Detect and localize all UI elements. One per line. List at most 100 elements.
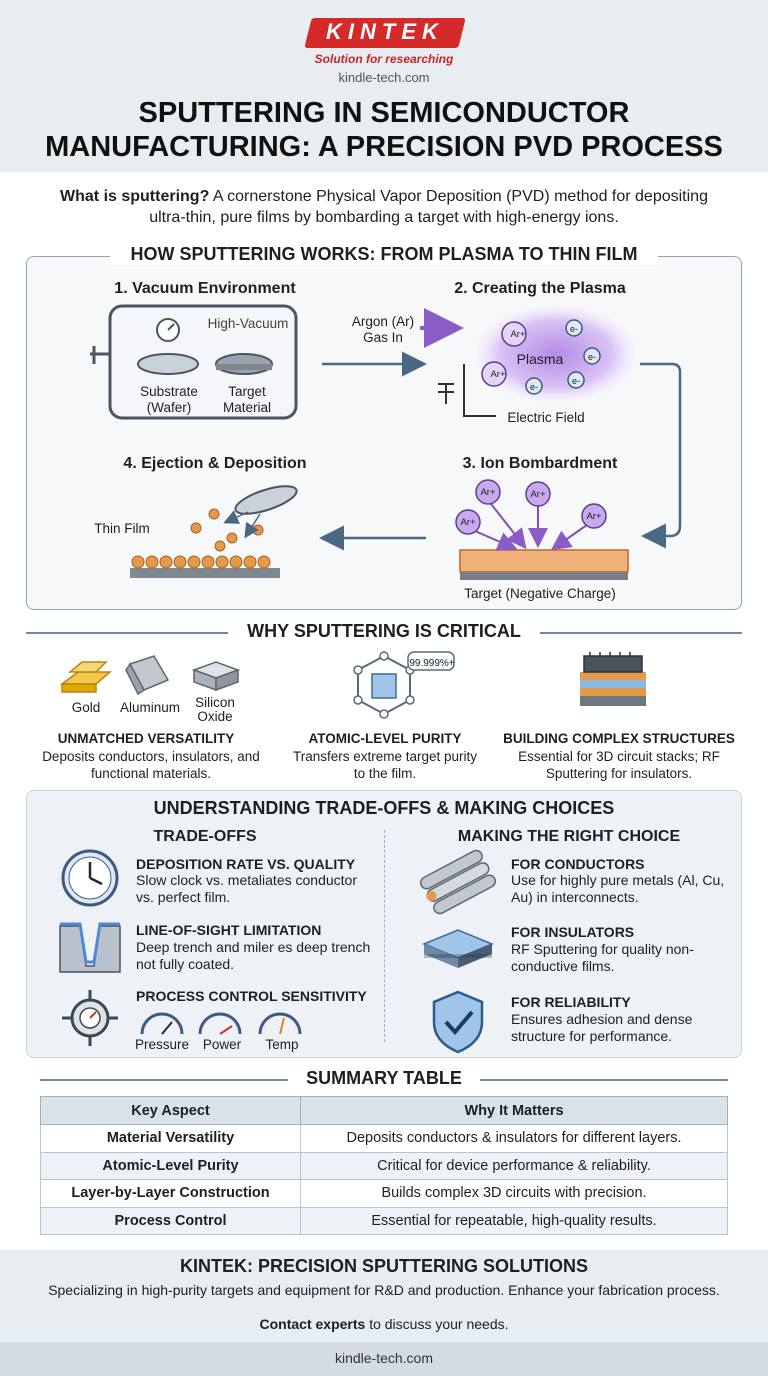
choice-icons bbox=[419, 849, 497, 1054]
plasma-ion-2: Ar+ bbox=[490, 369, 506, 380]
vacuum-chamber-icon bbox=[90, 304, 298, 420]
summary-header-aspect: Key Aspect bbox=[40, 1096, 301, 1125]
material-aluminum: Aluminum bbox=[119, 700, 181, 715]
step-1-title: 1. Vacuum Environment bbox=[114, 280, 296, 297]
summary-header-row: Key Aspect Why It Matters bbox=[40, 1096, 728, 1125]
tradeoffs-left-title: TRADE-OFFS bbox=[153, 828, 257, 845]
footer-bar bbox=[0, 1342, 768, 1376]
choice-3-title: FOR RELIABILITY bbox=[511, 994, 631, 1010]
plasma-electron-2: e- bbox=[587, 352, 596, 362]
site-url[interactable]: kindle-tech.com bbox=[338, 70, 430, 85]
feature-2-desc: Transfers extreme target purity to the f… bbox=[292, 749, 478, 781]
footer-site-url[interactable]: kindle-tech.com bbox=[334, 1350, 434, 1366]
materials-icons bbox=[59, 655, 241, 696]
summary-cell: Essential for repeatable, high-quality r… bbox=[300, 1206, 728, 1235]
gold-bar-icon bbox=[59, 661, 113, 693]
table-row: Atomic-Level Purity Critical for device … bbox=[40, 1151, 728, 1180]
process-diagram bbox=[90, 304, 682, 580]
brand-logo[interactable]: KINTEK bbox=[326, 19, 444, 44]
purity-badge: 99.999%+ bbox=[409, 658, 455, 669]
chip-stack-icon bbox=[580, 652, 646, 706]
deposition-icon bbox=[130, 485, 298, 578]
choice-1-desc: Use for highly pure metals (Al, Cu, Au) … bbox=[511, 872, 725, 905]
bombard-ion-1: Ar+ bbox=[480, 487, 496, 498]
title-line-1: SPUTTERING IN SEMICONDUCTOR bbox=[138, 97, 630, 129]
conductor-rods-icon bbox=[419, 849, 497, 915]
clock-icon bbox=[61, 849, 119, 907]
insulator-layers-icon bbox=[422, 929, 494, 968]
aluminum-block-icon bbox=[125, 655, 170, 696]
feature-1-title: UNMATCHED VERSATILITY bbox=[57, 731, 235, 746]
feature-3-title: BUILDING COMPLEX STRUCTURES bbox=[503, 731, 735, 746]
target-negative-label: Target (Negative Charge) bbox=[464, 586, 616, 601]
table-row: Process Control Essential for repeatable… bbox=[40, 1206, 728, 1235]
high-vacuum-label: High-Vacuum bbox=[207, 316, 289, 331]
summary-cell: Critical for device performance & reliab… bbox=[300, 1151, 728, 1180]
footer-cta: Contact experts to discuss your needs. bbox=[0, 1316, 768, 1332]
material-silicon-oxide: Silicon Oxide bbox=[195, 695, 235, 724]
tradeoff-3-title: PROCESS CONTROL SENSITIVITY bbox=[136, 988, 367, 1004]
summary-cell: Deposits conductors & insulators for dif… bbox=[300, 1124, 728, 1153]
plasma-electron-1: e- bbox=[569, 324, 578, 334]
plasma-electron-4: e- bbox=[571, 376, 580, 386]
feature-2-title: ATOMIC-LEVEL PURITY bbox=[308, 731, 462, 746]
summary-cell: Atomic-Level Purity bbox=[40, 1151, 301, 1180]
summary-header-why: Why It Matters bbox=[300, 1096, 728, 1125]
purity-crystal-icon bbox=[353, 651, 455, 719]
tradeoff-icons bbox=[59, 849, 121, 1046]
thin-film-label: Thin Film bbox=[94, 521, 150, 536]
electric-field-label: Electric Field bbox=[507, 410, 585, 425]
gauge-temp: Temp bbox=[265, 1037, 299, 1052]
tradeoffs-divider bbox=[384, 830, 385, 1042]
summary-cell: Material Versatility bbox=[40, 1124, 301, 1153]
brand-tagline: Solution for researching bbox=[314, 52, 454, 66]
choice-2-desc: RF Sputtering for quality non-conductive… bbox=[511, 941, 694, 974]
tradeoffs-right-title: MAKING THE RIGHT CHOICE bbox=[457, 828, 681, 845]
why-section-title: WHY SPUTTERING IS CRITICAL bbox=[228, 621, 540, 642]
table-row: Layer-by-Layer Construction Builds compl… bbox=[40, 1179, 728, 1208]
feature-3-desc: Essential for 3D circuit stacks; RF Sput… bbox=[518, 749, 720, 781]
choice-3-desc: Ensures adhesion and dense structure for… bbox=[511, 1011, 693, 1044]
target-material-label: Target Material bbox=[222, 384, 271, 415]
gauge-control-icon bbox=[62, 990, 118, 1046]
tradeoff-1-desc: Slow clock vs. metaliates conductor vs. … bbox=[136, 872, 357, 905]
footer-text: Specializing in high-purity targets and … bbox=[48, 1282, 720, 1298]
tradeoffs-section-title: UNDERSTANDING TRADE-OFFS & MAKING CHOICE… bbox=[153, 798, 615, 818]
summary-cell: Process Control bbox=[40, 1206, 301, 1235]
choice-2-title: FOR INSULATORS bbox=[511, 924, 635, 940]
intro-text: What is sputtering? A cornerstone Physic… bbox=[40, 186, 728, 228]
tradeoff-2-desc: Deep trench and miler es deep trench not… bbox=[136, 939, 371, 972]
footer-title: KINTEK: PRECISION SPUTTERING SOLUTIONS bbox=[179, 1256, 589, 1276]
substrate-label: Substrate (Wafer) bbox=[140, 384, 198, 415]
step-2-title: 2. Creating the Plasma bbox=[454, 280, 626, 297]
silicon-oxide-icon bbox=[191, 661, 241, 692]
how-section-title: HOW SPUTTERING WORKS: FROM PLASMA TO THI… bbox=[110, 244, 658, 265]
plasma-ion-1: Ar+ bbox=[510, 329, 526, 340]
page-title: SPUTTERING IN SEMICONDUCTOR MANUFACTURIN… bbox=[0, 96, 768, 164]
trench-icon bbox=[59, 922, 121, 973]
electric-field-icon bbox=[438, 364, 496, 417]
process-gauges bbox=[140, 1012, 302, 1035]
tradeoff-2-title: LINE-OF-SIGHT LIMITATION bbox=[136, 922, 322, 938]
bombard-ion-2: Ar+ bbox=[530, 489, 546, 500]
shield-check-icon bbox=[432, 990, 484, 1054]
step-3-title: 3. Ion Bombardment bbox=[462, 455, 618, 472]
contact-experts-link[interactable]: Contact experts bbox=[259, 1316, 366, 1332]
plasma-label: Plasma bbox=[516, 351, 564, 367]
ion-bombardment-icon bbox=[455, 479, 629, 580]
tradeoff-1-title: DEPOSITION RATE VS. QUALITY bbox=[136, 856, 356, 872]
intro-question: What is sputtering? bbox=[60, 188, 210, 205]
bombard-ion-4: Ar+ bbox=[586, 511, 602, 522]
table-row: Material Versatility Deposits conductors… bbox=[40, 1124, 728, 1153]
summary-table: Key Aspect Why It Matters Material Versa… bbox=[40, 1096, 728, 1235]
summary-title: SUMMARY TABLE bbox=[288, 1068, 480, 1089]
choice-1-title: FOR CONDUCTORS bbox=[511, 856, 645, 872]
feature-1-desc: Deposits conductors, insulators, and fun… bbox=[42, 749, 260, 781]
footer-cta-rest: to discuss your needs. bbox=[365, 1316, 509, 1332]
intro-body: A cornerstone Physical Vapor Deposition … bbox=[149, 188, 708, 226]
step-4-title: 4. Ejection & Deposition bbox=[123, 455, 307, 472]
summary-cell: Builds complex 3D circuits with precisio… bbox=[300, 1179, 728, 1208]
material-gold: Gold bbox=[71, 700, 101, 715]
summary-cell: Layer-by-Layer Construction bbox=[40, 1179, 301, 1208]
plasma-electron-3: e- bbox=[529, 382, 538, 392]
